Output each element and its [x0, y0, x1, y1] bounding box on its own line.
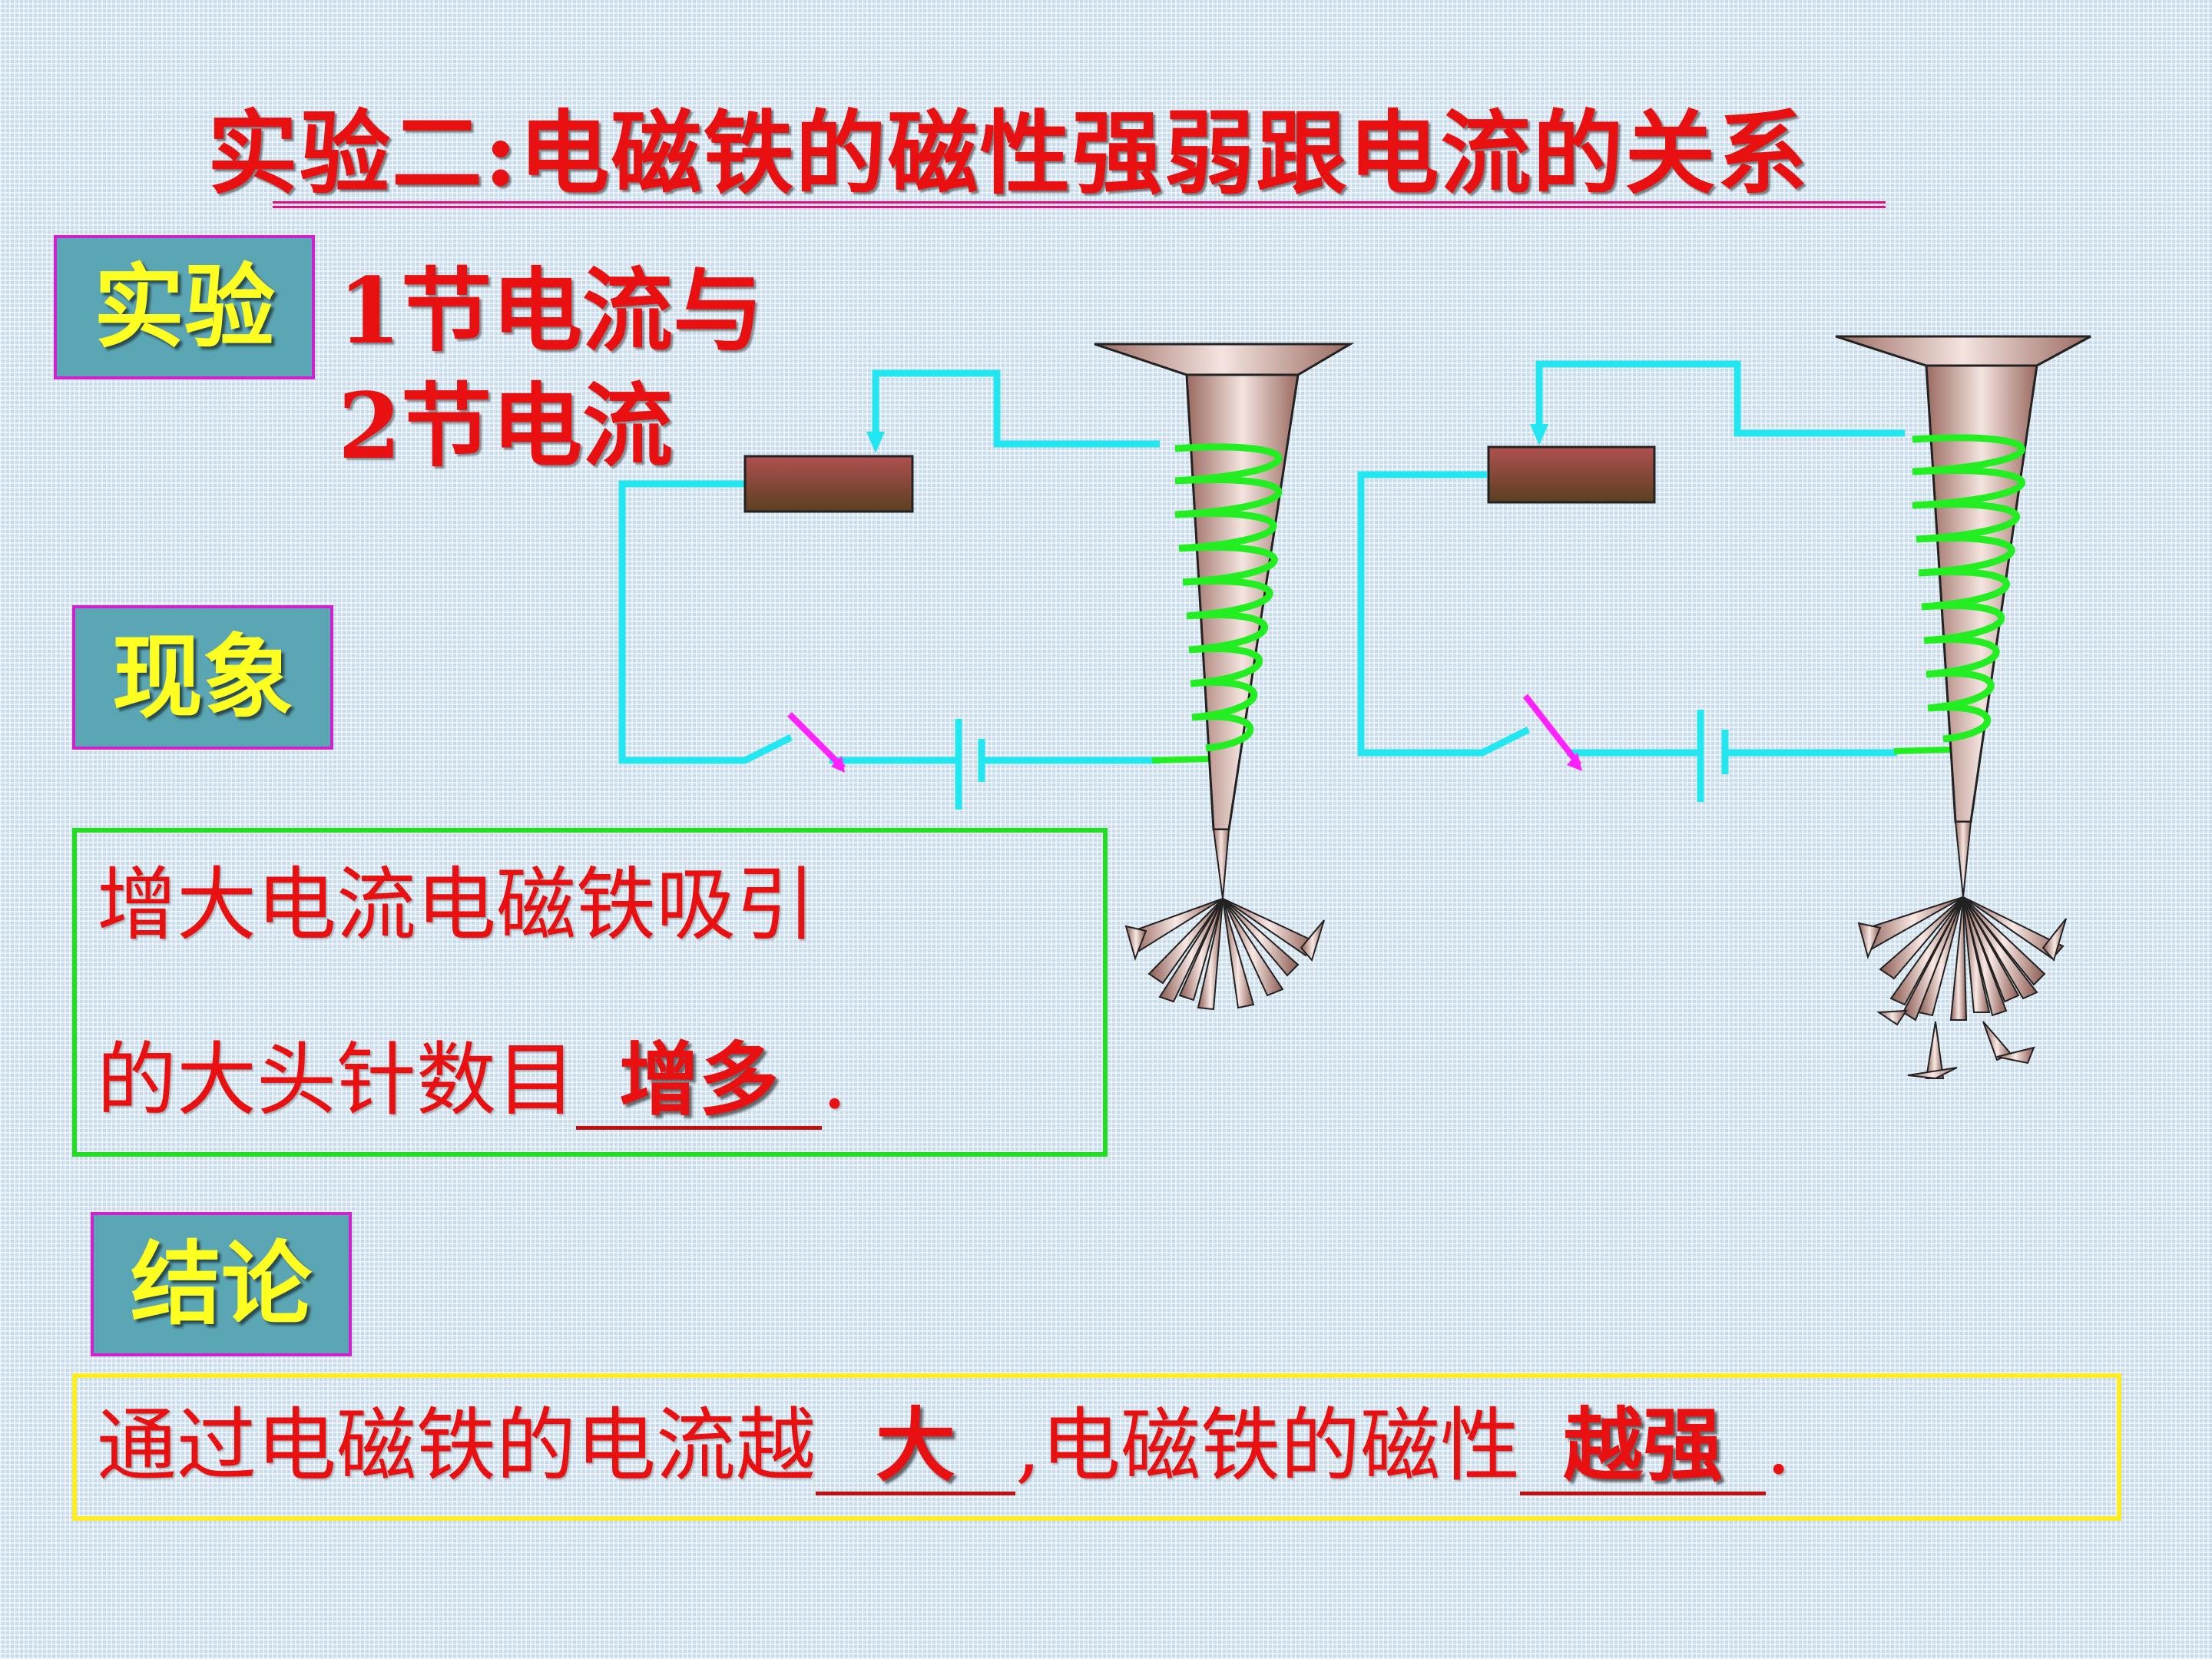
- rheostat-right: [1487, 445, 1656, 504]
- phenomenon-box: [72, 828, 1108, 1157]
- phenomenon-line2-suffix: .: [822, 1033, 848, 1127]
- coil-left: [1174, 443, 1283, 752]
- conclusion-prefix: 通过电磁铁的电流越: [97, 1399, 816, 1492]
- slider-arrow-right: [1530, 424, 1548, 445]
- experiment-desc-line1: 1节电流与: [338, 257, 764, 364]
- pins-left: [1124, 898, 1325, 1011]
- coil-right: [1912, 434, 2025, 743]
- experiment-desc-line2: 2节电流: [338, 373, 674, 479]
- circuit-right: [1357, 335, 2091, 1080]
- conclusion-answer-1: 大: [816, 1399, 1016, 1495]
- wire-left-top: [872, 369, 1160, 448]
- switch-right: [1522, 694, 1582, 767]
- wire-right: [1357, 471, 1531, 757]
- core-top-left: [1094, 343, 1355, 376]
- core-tip-right: [1954, 821, 1972, 898]
- phenomenon-line2: 的大头针数目增多.: [97, 1034, 847, 1130]
- switch-left: [787, 712, 846, 770]
- core-body-right: [1925, 364, 2038, 823]
- pins-right: [1857, 896, 2067, 1080]
- tag-conclusion: 结论: [91, 1212, 352, 1356]
- core-top-right: [1835, 335, 2091, 367]
- slider-arrow-left: [866, 432, 885, 453]
- tag-phenomenon: 现象: [72, 605, 333, 750]
- conclusion-answer-2: 越强: [1520, 1399, 1767, 1495]
- conclusion-box: [72, 1373, 2121, 1521]
- rheostat-left: [743, 455, 914, 513]
- conclusion-line: 通过电磁铁的电流越大,电磁铁的磁性越强.: [97, 1399, 1791, 1495]
- switch-arrow-right: [1567, 753, 1582, 771]
- circuit-left: [618, 343, 1355, 1011]
- phenomenon-line2-prefix: 的大头针数目: [97, 1033, 577, 1127]
- phenomenon-answer: 增多: [576, 1034, 823, 1130]
- coil-lead-left: [1151, 756, 1210, 763]
- conclusion-suffix: .: [1766, 1399, 1792, 1492]
- title-underline: [273, 201, 1886, 208]
- page-title: 实验二:电磁铁的磁性强弱跟电流的关系: [207, 100, 1810, 207]
- conclusion-middle: ,电磁铁的磁性: [1015, 1399, 1521, 1492]
- wire-left: [618, 480, 793, 764]
- core-tip-left: [1212, 829, 1230, 899]
- phenomenon-line1: 增大电流电磁铁吸引: [97, 858, 816, 952]
- coil-lead-right: [1893, 747, 1952, 754]
- tag-experiment: 实验: [54, 235, 315, 379]
- switch-arrow-left: [831, 756, 845, 773]
- wire-right-top: [1535, 360, 1905, 437]
